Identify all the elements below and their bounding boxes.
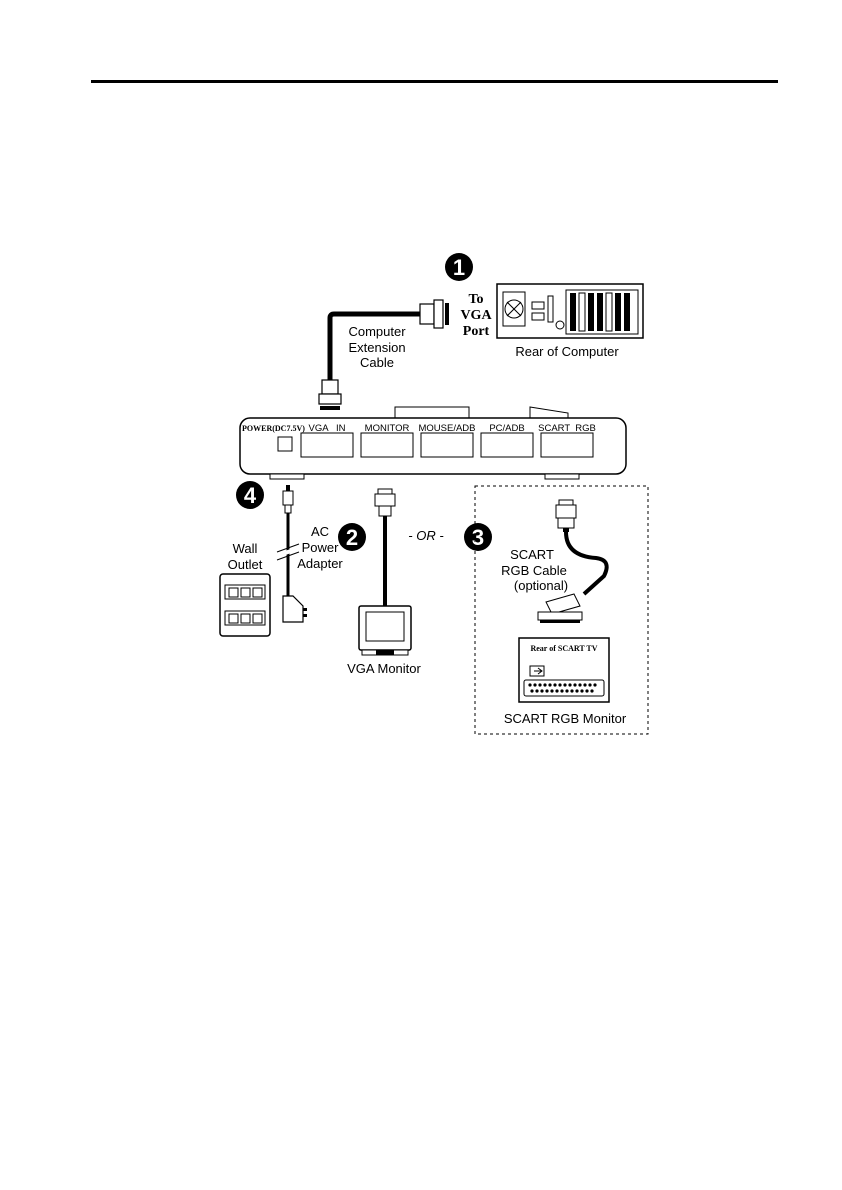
port-label-pc-adb: PC/ADB [489, 423, 524, 434]
computer-extension-cable-line-1: Computer [348, 324, 406, 339]
scart-rgb-cable-line-2: RGB Cable [501, 563, 567, 578]
port-mouse-adb [421, 433, 473, 457]
rear-of-computer-label: Rear of Computer [515, 344, 619, 359]
ac-power-adapter-line-2: Power [302, 540, 340, 555]
computer-extension-cable-line-3: Cable [360, 355, 394, 370]
wall-outlet-icon [220, 574, 270, 636]
scart-rgb-cable-line-1: SCART [510, 547, 554, 562]
svg-text:4: 4 [244, 483, 257, 508]
to-vga-port-line-1: To [468, 292, 483, 307]
port-scart-rgb [541, 433, 593, 457]
scart-rgb-cable-line-3: (optional) [514, 578, 568, 593]
svg-text:1: 1 [453, 255, 465, 280]
wall-outlet-line-2: Outlet [228, 557, 263, 572]
to-vga-port-line-3: Port [463, 324, 490, 339]
to-vga-port-line-2: VGA [460, 308, 492, 323]
port-label-power: POWER(DC7.5V) [242, 424, 305, 433]
vga-connector-bottom-icon [319, 380, 341, 410]
step-4-badge: 4 [236, 481, 264, 509]
step-1-badge: 1 [445, 253, 473, 281]
rear-of-scart-tv-label: Rear of SCART TV [530, 644, 597, 653]
svg-text:2: 2 [346, 525, 358, 550]
vga-monitor-icon [359, 606, 411, 655]
port-label-mouse-adb: MOUSE/ADB [418, 423, 475, 434]
power-jack [278, 437, 292, 451]
port-label-scart-rgb: SCART RGB [538, 423, 596, 434]
scart-plug-icon [538, 594, 582, 623]
port-label-vga-in: VGA IN [309, 423, 346, 434]
rear-of-computer [497, 284, 643, 338]
computer-extension-cable-line-2: Extension [348, 340, 405, 355]
ac-power-adapter-line-3: Adapter [297, 556, 343, 571]
vga-connector-top-icon [420, 300, 449, 328]
port-label-monitor: MONITOR [365, 423, 410, 434]
or-separator: - OR - [408, 528, 444, 543]
switch-device [240, 407, 626, 479]
scart-rgb-monitor-label: SCART RGB Monitor [504, 711, 627, 726]
port-pc-adb [481, 433, 533, 457]
power-adapter-icon [283, 596, 307, 622]
port-vga-in [301, 433, 353, 457]
power-plug-icon [283, 485, 293, 513]
wall-outlet-line-1: Wall [233, 541, 258, 556]
vga-connector-scart-icon [556, 500, 576, 532]
step-2-badge: 2 [338, 523, 366, 551]
vga-monitor-label: VGA Monitor [347, 661, 421, 676]
step-3-badge: 3 [464, 523, 492, 551]
scart-cable [566, 532, 607, 594]
ac-power-adapter-line-1: AC [311, 524, 329, 539]
header-rule [91, 80, 778, 83]
port-monitor [361, 433, 413, 457]
vga-connector-monitor-icon [375, 489, 395, 516]
svg-text:3: 3 [472, 525, 484, 550]
